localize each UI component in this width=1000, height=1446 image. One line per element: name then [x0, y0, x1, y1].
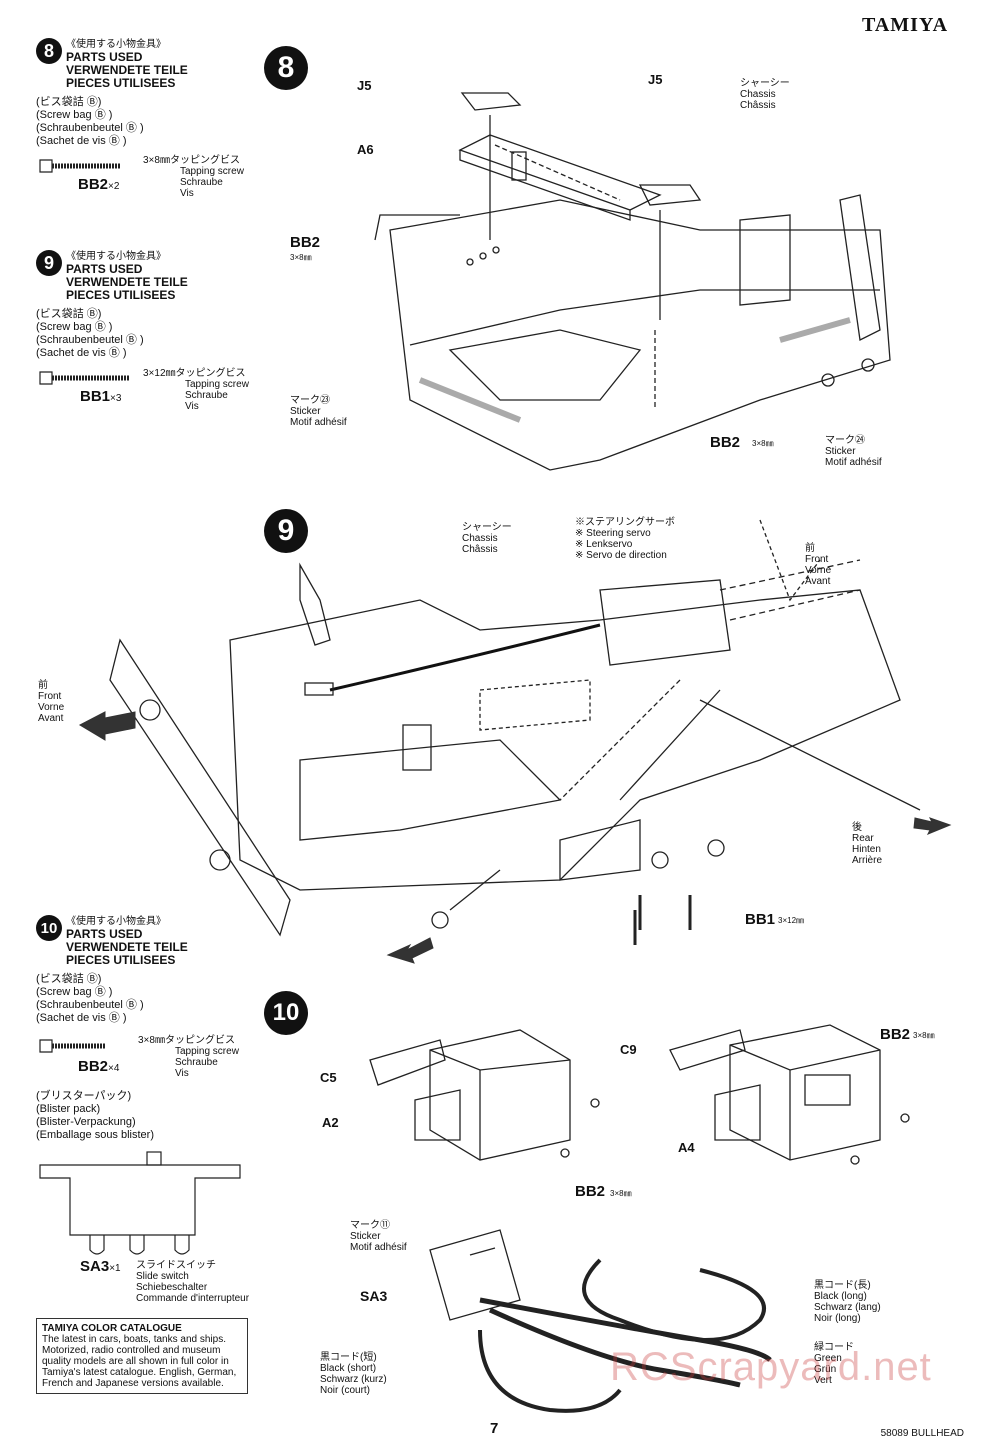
label-c9: C9	[620, 1042, 637, 1057]
brand-logo: TAMIYA	[862, 14, 949, 36]
steering-servo-label: ※ステアリングサーボ※ Steering servo※ Lenkservo※ S…	[575, 517, 675, 561]
label-j5-left: J5	[357, 78, 372, 93]
step-number-badge: 10	[36, 915, 62, 941]
label-bb2-bottom: BB2	[710, 434, 741, 451]
switch-desc: スライドスイッチ Slide switch Schiebeschalter Co…	[136, 1260, 250, 1304]
label-bb2-right-size: 3×8㎜	[913, 1031, 935, 1040]
catalogue-text: The latest in cars, boats, tanks and shi…	[42, 1334, 237, 1389]
bag-label-fr: (Sachet de vis Ⓑ )	[36, 135, 127, 147]
bag-label-en: (Screw bag Ⓑ )	[36, 321, 113, 333]
parts-list-step9: 9 《使用する小物金具》 PARTS USED VERWENDETE TEILE…	[36, 250, 188, 360]
bag-label-jp: (ビス袋詰 Ⓑ)	[36, 96, 102, 108]
label-bb2-bottom-size: 3×8㎜	[752, 439, 774, 448]
screw-code-step10: BB2×4	[78, 1058, 120, 1075]
screw-code-step8: BB2×2	[78, 176, 120, 193]
parts-used-fr: PIECES UTILISEES	[66, 953, 176, 967]
chassis-drawing-step9	[109, 519, 921, 945]
bag-label-de: (Schraubenbeutel Ⓑ )	[36, 122, 144, 134]
parts-used-de: VERWENDETE TEILE	[66, 63, 188, 77]
parts-used-de: VERWENDETE TEILE	[66, 275, 188, 289]
label-bb2-left-size: 3×8㎜	[290, 253, 312, 262]
watermark: RCScrapyard.net	[610, 1345, 932, 1389]
black-long-cord-label: 黒コード(長)Black (long)Schwarz (lang)Noir (l…	[814, 1280, 881, 1324]
parts-used-jp: 《使用する小物金具》	[66, 251, 166, 262]
direction-arrows	[78, 711, 952, 964]
label-a6: A6	[357, 142, 374, 157]
parts-used-fr: PIECES UTILISEES	[66, 76, 176, 90]
label-bb2-right: BB2	[880, 1026, 911, 1043]
label-bb2-bottom-size: 3×8㎜	[610, 1189, 632, 1198]
bag-label-fr: (Sachet de vis Ⓑ )	[36, 1012, 127, 1024]
label-bb1-size: 3×12㎜	[778, 916, 805, 925]
label-a4: A4	[678, 1140, 695, 1155]
step-number-badge: 8	[36, 38, 62, 64]
label-bb2-bottom: BB2	[575, 1183, 606, 1200]
label-sa3: SA3	[360, 1288, 388, 1304]
parts-list-step8: 8 《使用する小物金具》 PARTS USED VERWENDETE TEILE…	[36, 38, 188, 148]
label-bb2-left: BB2	[290, 234, 321, 251]
parts-used-en: PARTS USED	[66, 50, 143, 64]
black-short-cord-label: 黒コード(短)Black (short)Schwarz (kurz)Noir (…	[320, 1352, 387, 1396]
parts-used-en: PARTS USED	[66, 262, 143, 276]
bag-label-en: (Screw bag Ⓑ )	[36, 109, 113, 121]
switch-code: SA3×1	[80, 1258, 121, 1275]
parts-used-en: PARTS USED	[66, 927, 143, 941]
servo-switch-drawing-step10	[369, 1024, 910, 1413]
step-number-badge: 9	[36, 250, 62, 276]
step9-number: 9	[264, 509, 308, 553]
label-a2: A2	[322, 1115, 339, 1130]
screw-code-step9: BB1×3	[80, 388, 122, 405]
footer-model: 58089 BULLHEAD	[880, 1428, 964, 1439]
screw-desc-step9: 3×12㎜タッピングビス Tapping screw Schraube Vis	[143, 368, 249, 412]
parts-used-de: VERWENDETE TEILE	[66, 940, 188, 954]
parts-used-fr: PIECES UTILISEES	[66, 288, 176, 302]
chassis-drawing-step8	[374, 92, 891, 471]
bag-label-en: (Screw bag Ⓑ )	[36, 986, 113, 998]
page-number: 7	[490, 1420, 499, 1437]
label-j5-right: J5	[648, 72, 663, 87]
bag-label-de: (Schraubenbeutel Ⓑ )	[36, 999, 144, 1011]
color-catalogue-box: TAMIYA COLOR CATALOGUE The latest in car…	[36, 1318, 248, 1394]
step10-number: 10	[264, 991, 308, 1035]
bag-label-jp: (ビス袋詰 Ⓑ)	[36, 973, 102, 985]
catalogue-title: TAMIYA COLOR CATALOGUE	[42, 1323, 182, 1334]
screw-desc-step8: 3×8㎜タッピングビス Tapping screw Schraube Vis	[143, 155, 244, 199]
parts-used-jp: 《使用する小物金具》	[66, 39, 166, 50]
parts-list-step10: 10 《使用する小物金具》 PARTS USED VERWENDETE TEIL…	[36, 915, 188, 1025]
parts-used-jp: 《使用する小物金具》	[66, 916, 166, 927]
screw-desc-step10: 3×8㎜タッピングビス Tapping screw Schraube Vis	[138, 1035, 239, 1079]
bag-label-fr: (Sachet de vis Ⓑ )	[36, 347, 127, 359]
bag-label-jp: (ビス袋詰 Ⓑ)	[36, 308, 102, 320]
label-c5: C5	[320, 1070, 337, 1085]
blister-pack-label: (ブリスターパック) (Blister pack) (Blister-Verpa…	[36, 1090, 154, 1141]
step8-number: 8	[264, 46, 308, 90]
label-bb1: BB1	[745, 911, 776, 928]
part-drawings-left	[39, 159, 241, 1255]
bag-label-de: (Schraubenbeutel Ⓑ )	[36, 334, 144, 346]
